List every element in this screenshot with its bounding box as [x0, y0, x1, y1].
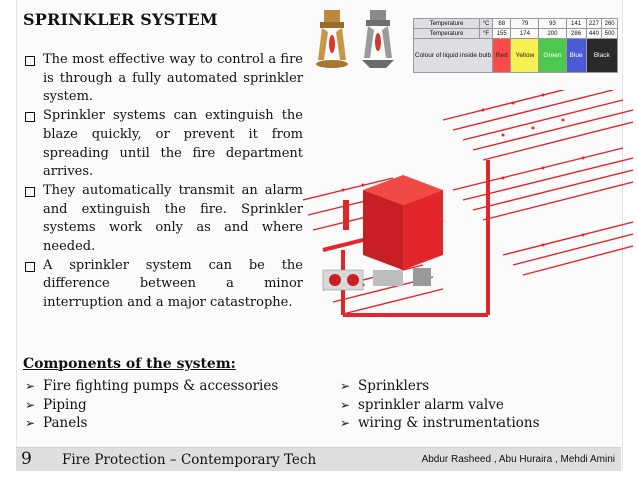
checkbox-square-icon	[25, 112, 35, 123]
components-heading: Components of the system:	[23, 356, 236, 372]
list-item: ➢ Sprinklers	[338, 377, 540, 396]
arrowhead-right-icon: ➢	[25, 416, 36, 431]
list-item: ➢ Fire fighting pumps & accessories	[23, 377, 278, 396]
bullet-text: They automatically transmit an alarm and…	[43, 182, 303, 255]
table-unit: °F	[479, 28, 493, 39]
table-label: Temperature	[413, 18, 480, 29]
list-item: ➢ wiring & instrumentations	[338, 414, 540, 433]
slide-footer: 9 Fire Protection – Contemporary Tech Ab…	[16, 447, 621, 471]
list-item-text: wiring & instrumentations	[358, 415, 540, 432]
colour-swatch: Green	[538, 38, 567, 73]
table-cell: 155	[491, 28, 512, 39]
colour-swatch: Red	[491, 38, 512, 73]
slide-background	[16, 0, 623, 470]
arrowhead-right-icon: ➢	[25, 397, 36, 412]
sprinkler-head-brass	[316, 10, 348, 68]
fahrenheit-row: Temperature °F 155 174 200 286 440 500	[413, 28, 618, 39]
table-cell: 260	[601, 18, 618, 29]
list-item-text: Sprinklers	[358, 378, 430, 394]
bullet-text: The most effective way to control a fire…	[43, 52, 303, 105]
bulb-colour-row: Colour of liquid inside bulb Red Yellow …	[413, 38, 619, 73]
arrowhead-right-icon: ➢	[25, 379, 36, 393]
table-unit: °C	[479, 18, 493, 29]
checkbox-square-icon	[25, 186, 35, 197]
bullet-item: A sprinkler system can be the difference…	[23, 257, 303, 313]
table-cell: 79	[510, 18, 540, 29]
list-item: ➢ Piping	[23, 396, 278, 415]
footer-title: Fire Protection – Contemporary Tech	[62, 452, 317, 468]
branch-pipes	[303, 90, 633, 315]
table-cell: 68	[491, 18, 512, 29]
arrowhead-right-icon: ➢	[340, 397, 351, 412]
table-cell: 200	[538, 28, 567, 39]
list-item: ➢ sprinkler alarm valve	[338, 396, 540, 415]
table-cell: 141	[565, 18, 587, 29]
list-item: ➢ Panels	[23, 414, 278, 433]
checkbox-square-icon	[25, 56, 35, 66]
table-label: Colour of liquid inside bulb	[413, 38, 493, 73]
sprinkler-system-diagram	[303, 90, 633, 317]
bullet-text: A sprinkler system can be the difference…	[43, 257, 303, 311]
table-cell: 286	[565, 28, 587, 39]
sprinkler-heads-image	[316, 10, 394, 68]
colour-swatch: Yellow	[510, 38, 540, 73]
list-item-text: Panels	[43, 415, 88, 432]
bullet-item: The most effective way to control a fire…	[23, 51, 303, 107]
bullet-list: The most effective way to control a fire…	[23, 51, 303, 313]
celsius-row: Temperature °C 68 79 93 141 227 260	[413, 18, 618, 29]
list-item-text: sprinkler alarm valve	[358, 396, 504, 413]
colour-swatch: Black	[585, 38, 619, 73]
bullet-item: They automatically transmit an alarm and…	[23, 182, 303, 257]
slide-title: SPRINKLER SYSTEM	[23, 10, 218, 29]
table-label: Temperature	[413, 28, 480, 39]
arrowhead-right-icon: ➢	[340, 416, 351, 431]
pump-tank-unit	[322, 175, 443, 291]
sprinkler-head-chrome	[362, 10, 394, 68]
checkbox-square-icon	[25, 261, 35, 272]
table-cell: 174	[510, 28, 540, 39]
footer-authors: Abdur Rasheed , Abu Huraira , Mehdi Amin…	[421, 454, 615, 465]
arrowhead-right-icon: ➢	[340, 379, 351, 393]
table-cell: 93	[538, 18, 567, 29]
bulb-temperature-table: Temperature °C 68 79 93 141 227 260 Temp…	[413, 18, 619, 73]
table-cell: 500	[601, 28, 618, 39]
list-item-text: Piping	[43, 396, 87, 413]
table-cell: 440	[585, 28, 603, 39]
colour-swatch: Blue	[565, 38, 587, 73]
components-list-left: ➢ Fire fighting pumps & accessories ➢ Pipi…	[23, 377, 278, 433]
bullet-item: Sprinkler systems can extinguish the bla…	[23, 107, 303, 182]
components-list-right: ➢ Sprinklers ➢ sprinkler alarm valve ➢ wiri…	[338, 377, 540, 433]
bullet-text: Sprinkler systems can extinguish the bla…	[43, 108, 303, 180]
list-item-text: Fire fighting pumps & accessories	[43, 378, 279, 394]
table-cell: 227	[585, 18, 603, 29]
slide-number: 9	[21, 449, 32, 469]
